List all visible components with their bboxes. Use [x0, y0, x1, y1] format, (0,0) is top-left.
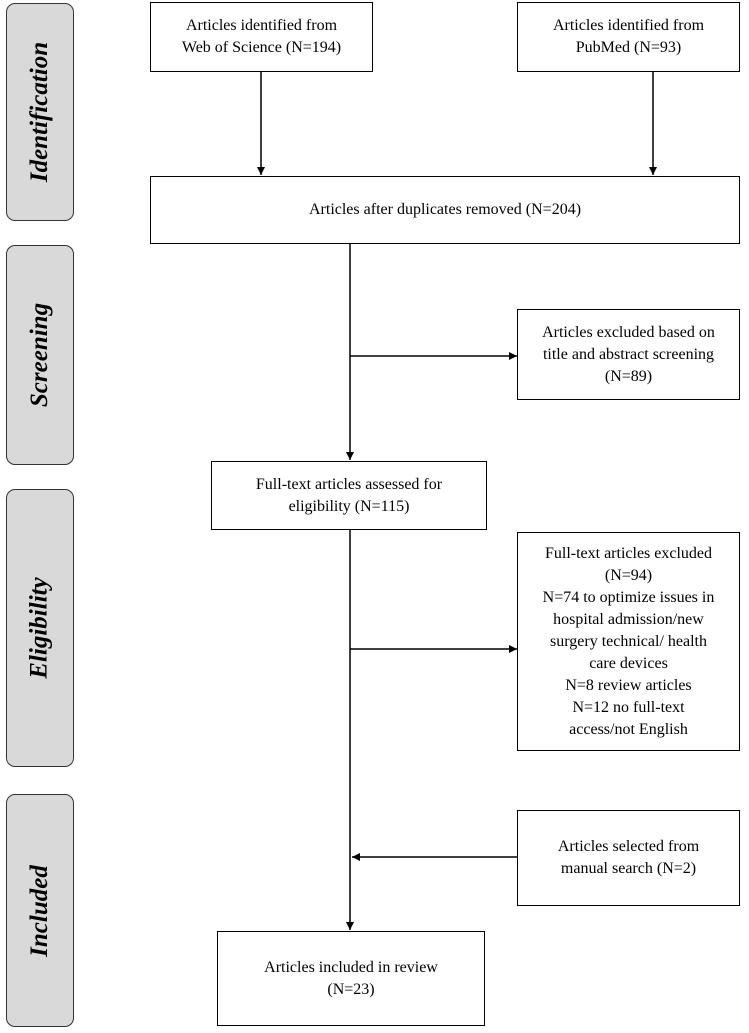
box-line: N=8 review articles: [565, 676, 692, 694]
phase-included: Included: [6, 794, 74, 1027]
box-line: Full-text articles excluded: [544, 544, 713, 562]
box-line: title and abstract screening: [542, 345, 715, 363]
box-full-text-assessed: Full-text articles assessed for eligibil…: [211, 461, 487, 530]
phase-identification: Identification: [6, 3, 74, 221]
box-line: N=12 no full-text: [572, 698, 685, 716]
box-web-of-science: Articles identified from Web of Science …: [150, 2, 373, 72]
box-line: manual search (N=2): [560, 860, 697, 877]
box-line: Full-text articles assessed for: [255, 475, 443, 493]
box-line: Articles identified from: [552, 17, 705, 34]
box-line: Articles excluded based on: [542, 323, 715, 341]
box-duplicates-removed: Articles after duplicates removed (N=204…: [150, 176, 740, 244]
box-included-in-review: Articles included in review (N=23): [217, 931, 485, 1026]
box-line: surgery technical/ health: [550, 632, 707, 650]
box-line: Articles included in review: [264, 958, 438, 976]
box-line: PubMed (N=93): [575, 39, 682, 56]
box-line: Web of Science (N=194): [181, 39, 342, 56]
box-line: N=74 to optimize issues in: [542, 588, 715, 606]
box-manual-search: Articles selected from manual search (N=…: [517, 810, 740, 906]
box-line: Articles after duplicates removed (N=204…: [308, 201, 582, 218]
box-line: (N=89): [604, 367, 653, 385]
box-excluded-full-text: Full-text articles excluded (N=94) N=74 …: [517, 532, 740, 751]
box-line: (N=23): [327, 980, 375, 998]
box-line: hospital admission/new: [553, 610, 704, 628]
box-line: eligibility (N=115): [288, 497, 410, 515]
phase-eligibility: Eligibility: [6, 489, 74, 767]
box-line: Articles selected from: [557, 838, 700, 855]
phase-screening: Screening: [6, 245, 74, 465]
box-line: access/not English: [569, 720, 688, 738]
box-line: care devices: [589, 654, 668, 672]
box-line: Articles identified from: [185, 17, 338, 34]
box-excluded-screening: Articles excluded based on title and abs…: [517, 309, 740, 400]
box-pubmed: Articles identified from PubMed (N=93): [517, 2, 740, 72]
box-line: (N=94): [604, 566, 653, 584]
